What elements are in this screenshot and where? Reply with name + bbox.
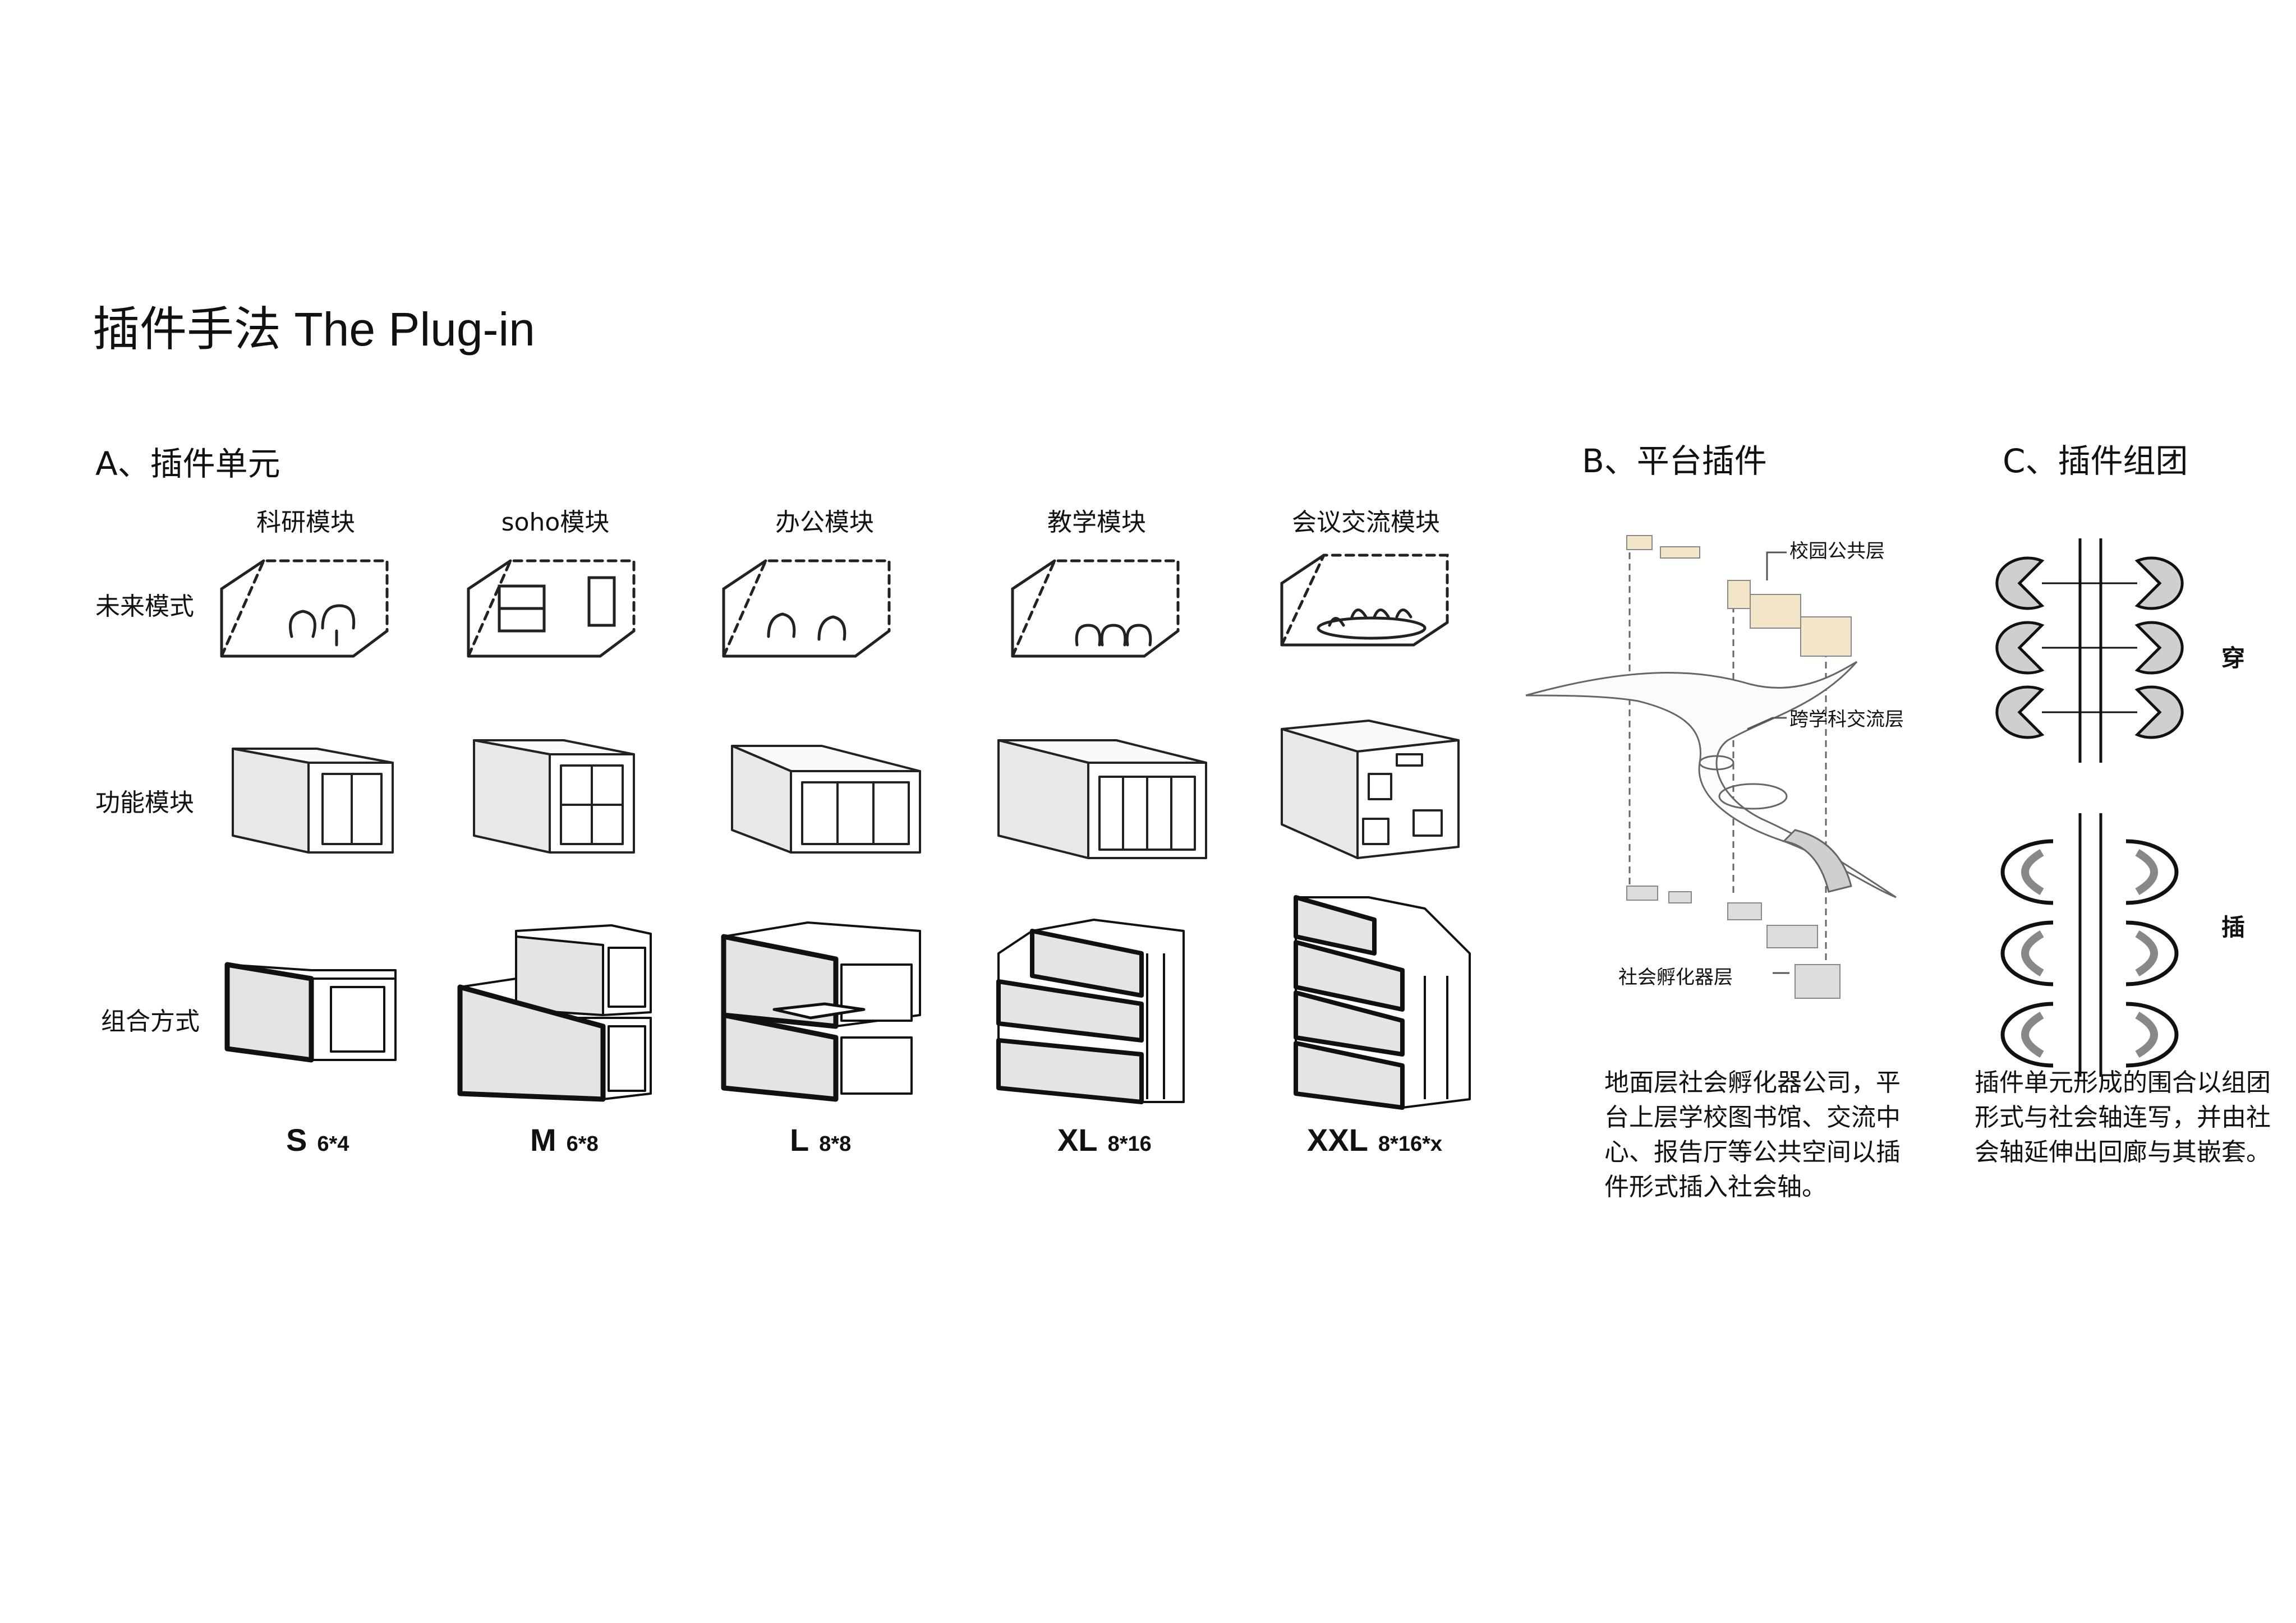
page-title: 插件手法 The Plug-in [93, 303, 535, 356]
combo-m [457, 924, 652, 1102]
combo-l [721, 921, 921, 1102]
combo-s [224, 962, 397, 1063]
callout-interdisciplinary-layer: 跨学科交流层 [1789, 708, 1904, 731]
section-c-title: C、插件组团 [2003, 442, 2188, 480]
section-b-title: B、平台插件 [1582, 442, 1767, 480]
sketch-office [722, 559, 891, 658]
section-a-title: A、插件单元 [95, 445, 280, 483]
callout-incubator-layer: 社会孵化器层 [1618, 966, 1733, 989]
column-header-research: 科研模块 [256, 508, 355, 537]
section-c-description: 插件单元形成的围合以组团形式与社会轴连写，并由社会轴延伸出回廊与其嵌套。 [1975, 1068, 2271, 1166]
box-xxl [1281, 720, 1460, 859]
row-label-combination: 组合方式 [101, 1007, 200, 1036]
sketch-conference [1280, 554, 1449, 647]
section-b-description: 地面层社会孵化器公司，平台上层学校图书馆、交流中心、报告厅等公共空间以插件形式插… [1604, 1068, 1901, 1201]
column-header-soho: soho模块 [501, 508, 610, 537]
sketch-research [220, 559, 389, 658]
label-chuan: 穿 [2221, 644, 2246, 672]
box-l [731, 745, 921, 854]
combo-xxl [1294, 895, 1471, 1110]
row-label-future-mode: 未来模式 [95, 592, 194, 621]
column-header-teaching: 教学模块 [1047, 508, 1146, 537]
label-cha: 插 [2221, 914, 2246, 941]
combo-xl [996, 919, 1185, 1104]
callout-campus-public-layer: 校园公共层 [1789, 540, 1885, 562]
box-s [232, 748, 394, 854]
column-header-office: 办公模块 [775, 508, 874, 537]
row-label-function-module: 功能模块 [95, 789, 194, 817]
box-m [473, 739, 635, 854]
box-xl [997, 739, 1207, 859]
sketch-soho [467, 559, 636, 658]
column-header-conference: 会议交流模块 [1292, 508, 1440, 537]
sketch-teaching [1011, 559, 1180, 658]
